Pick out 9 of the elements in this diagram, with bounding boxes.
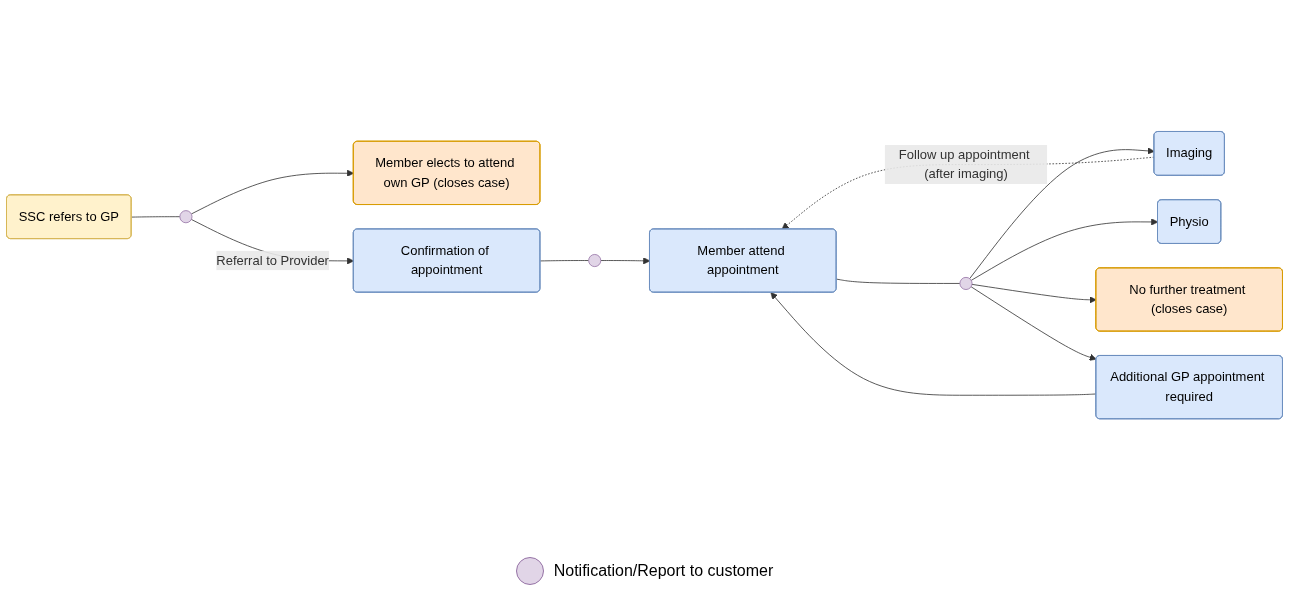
legend-text: Notification/Report to customer — [553, 562, 774, 580]
node-circle — [959, 277, 973, 291]
connector — [836, 279, 961, 285]
edge-label: Referral to Provider — [216, 253, 329, 268]
connector — [131, 216, 181, 218]
connector — [539, 260, 590, 262]
node-circle — [588, 254, 602, 268]
edge-label: Follow up appointment (after imaging) — [898, 147, 1030, 182]
node-circle — [179, 210, 193, 224]
